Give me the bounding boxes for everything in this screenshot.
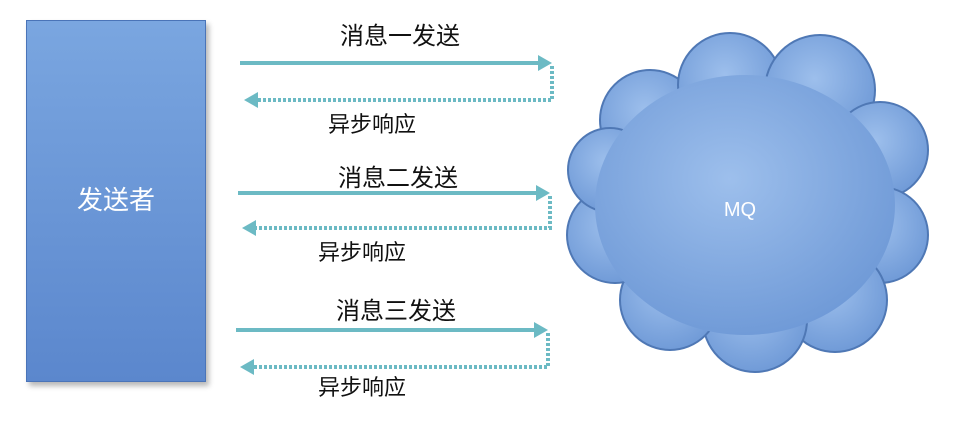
send-label-2: 消息二发送 [338, 164, 458, 192]
sender-label: 发送者 [76, 186, 155, 216]
response-arrow-3 [240, 333, 550, 375]
response-label-1: 异步响应 [328, 113, 417, 138]
mq-cloud [566, 32, 929, 373]
response-arrow-2 [242, 196, 552, 236]
response-label-2: 异步响应 [318, 241, 407, 266]
send-arrow-2 [238, 185, 550, 201]
message-arrows [236, 55, 554, 375]
send-label-3: 消息三发送 [336, 297, 456, 325]
send-arrow-3 [236, 322, 548, 338]
response-arrow-1 [244, 66, 554, 108]
send-label-1: 消息一发送 [340, 22, 460, 50]
mq-label: MQ [723, 199, 757, 221]
send-arrow-1 [240, 55, 552, 71]
sender-box [26, 20, 206, 382]
response-label-3: 异步响应 [318, 376, 407, 401]
